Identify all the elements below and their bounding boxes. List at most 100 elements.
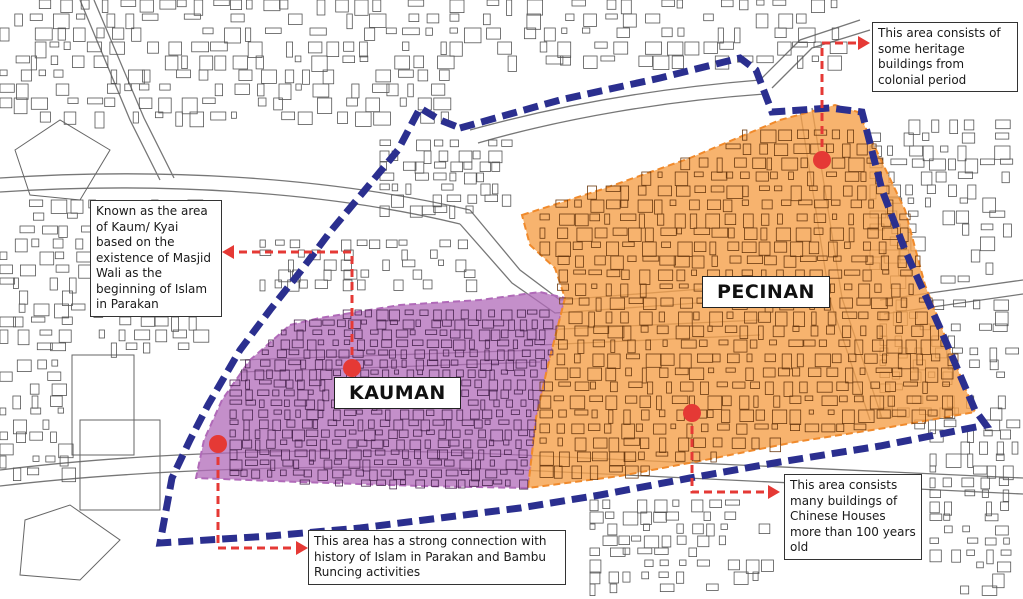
building: [854, 339, 864, 355]
building: [848, 353, 857, 363]
building: [398, 69, 414, 78]
building: [409, 439, 422, 450]
building: [19, 264, 36, 277]
building: [58, 225, 68, 238]
building: [30, 407, 42, 415]
building: [273, 409, 282, 415]
building: [671, 55, 685, 69]
building: [376, 309, 389, 322]
building: [967, 537, 979, 544]
building: [431, 469, 443, 478]
building: [543, 27, 556, 42]
building: [574, 353, 581, 364]
building: [707, 325, 713, 332]
marker-colonial: [813, 151, 831, 169]
building: [572, 241, 583, 250]
building: [929, 501, 940, 514]
building: [742, 143, 752, 156]
building: [520, 399, 527, 407]
building: [539, 465, 554, 478]
building: [408, 13, 420, 22]
building: [326, 349, 337, 358]
building: [642, 241, 657, 257]
building: [561, 27, 568, 34]
building: [505, 359, 515, 371]
building: [396, 439, 405, 451]
building: [175, 111, 183, 127]
building: [493, 399, 500, 408]
building: [943, 419, 957, 428]
building: [996, 371, 1006, 378]
building: [778, 367, 790, 377]
building: [569, 395, 586, 410]
building: [847, 129, 854, 144]
building: [534, 339, 545, 345]
building: [827, 55, 842, 71]
building: [294, 55, 302, 63]
building: [399, 97, 407, 107]
building: [159, 0, 177, 10]
building: [775, 227, 791, 242]
building: [574, 325, 589, 337]
building: [989, 359, 999, 371]
building: [354, 329, 363, 340]
building: [810, 325, 819, 337]
building: [417, 369, 424, 376]
leader-islam-history: [216, 444, 296, 550]
building: [831, 199, 841, 206]
building: [989, 347, 998, 363]
building: [448, 439, 460, 447]
building: [666, 381, 672, 394]
building: [828, 241, 838, 258]
building: [489, 449, 502, 457]
building: [967, 453, 974, 468]
building: [12, 419, 27, 435]
building: [790, 423, 801, 431]
building: [438, 259, 444, 266]
building: [51, 383, 67, 396]
building: [582, 27, 591, 34]
building: [342, 469, 352, 476]
building: [620, 283, 629, 298]
building: [67, 212, 78, 219]
building: [257, 83, 265, 97]
building: [540, 359, 548, 370]
building: [202, 27, 214, 35]
building: [437, 449, 449, 460]
building: [940, 275, 956, 284]
building: [831, 129, 840, 140]
building: [839, 297, 853, 309]
building: [315, 349, 325, 360]
building: [394, 55, 410, 70]
building: [442, 319, 452, 327]
building: [951, 549, 962, 563]
building: [746, 353, 753, 363]
building: [986, 465, 997, 479]
building: [976, 561, 984, 569]
building: [398, 239, 408, 246]
building: [450, 161, 463, 173]
building: [539, 329, 546, 340]
building: [120, 0, 137, 7]
building: [823, 185, 832, 200]
building: [995, 132, 1010, 140]
building: [369, 469, 378, 482]
building: [16, 431, 26, 444]
building: [693, 437, 706, 448]
building: [628, 381, 643, 388]
building: [887, 395, 895, 407]
building: [625, 465, 639, 479]
building: [644, 559, 654, 567]
building: [533, 399, 539, 412]
building: [557, 437, 563, 447]
building: [758, 311, 771, 323]
building: [605, 311, 613, 324]
building: [871, 297, 888, 309]
building: [154, 111, 164, 119]
building: [929, 549, 942, 563]
building: [431, 319, 441, 329]
building: [811, 55, 819, 62]
building: [574, 381, 590, 391]
building: [229, 429, 236, 438]
building: [952, 347, 963, 354]
